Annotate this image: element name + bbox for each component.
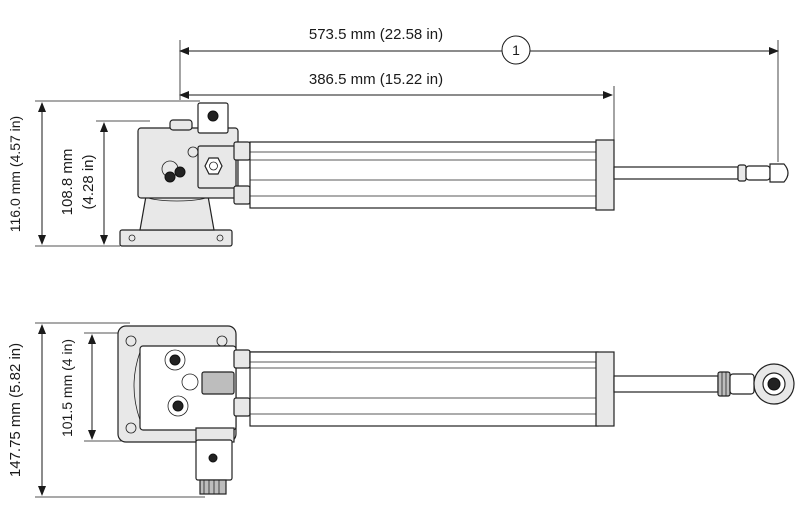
top-total-height-dimension: 147.75 mm (5.82 in) <box>7 322 205 498</box>
overall-length-label: 573.5 mm (22.58 in) <box>309 26 443 43</box>
top-view: 147.75 mm (5.82 in) 101.5 mm (4 in) <box>7 322 795 498</box>
actuator-side <box>119 102 789 247</box>
body-length-dimension: 386.5 mm (15.22 in) <box>179 71 615 140</box>
side-view: 573.5 mm (22.58 in) 1 386.5 mm (15.22 in… <box>7 26 789 247</box>
top-width-label: 101.5 mm (4 in) <box>59 339 75 437</box>
body-length-label: 386.5 mm (15.22 in) <box>309 71 443 88</box>
callout-balloon: 1 <box>501 35 531 65</box>
side-total-height-dimension: 116.0 mm (4.57 in) <box>7 100 200 247</box>
callout-number: 1 <box>512 42 520 58</box>
actuator-top <box>117 325 795 495</box>
side-height-label-line2: (4.28 in) <box>80 154 97 209</box>
side-height-label-line1: 108.8 mm <box>59 149 76 216</box>
top-total-height-label: 147.75 mm (5.82 in) <box>7 343 24 477</box>
side-total-height-label: 116.0 mm (4.57 in) <box>7 116 23 232</box>
side-height-dimension: 108.8 mm (4.28 in) <box>59 120 150 245</box>
overall-length-dimension: 573.5 mm (22.58 in) 1 <box>179 26 779 162</box>
